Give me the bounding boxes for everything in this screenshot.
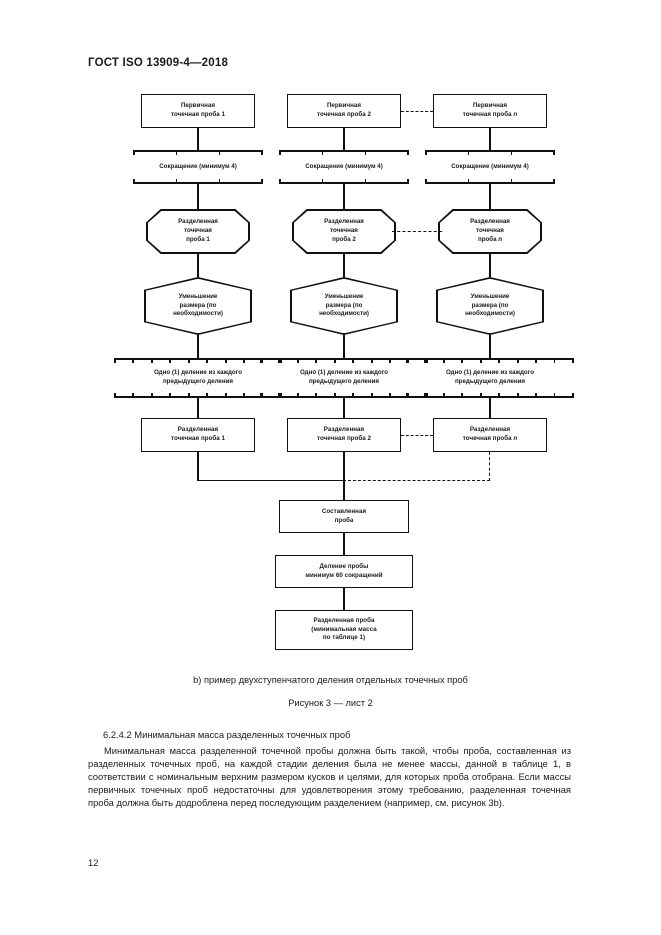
connector-c2-b [343, 184, 345, 209]
section-heading: 6.2.4.2 Минимальная масса разделенных то… [103, 729, 351, 740]
reduction-label-3: Сокращение (минимум 4) [451, 162, 529, 170]
comb-teeth-top [406, 358, 574, 363]
comb-bar-bottom [406, 396, 574, 398]
connector-c3-d [489, 335, 491, 358]
comb-teeth-bottom [114, 393, 282, 398]
comb-bar-top [114, 358, 282, 360]
connector-c3-e [489, 398, 491, 418]
connector-c3-b [489, 184, 491, 209]
connector-c1-d [197, 335, 199, 358]
comb-bar-top [425, 150, 555, 152]
collector-bus-dashed [343, 480, 490, 481]
connector-c1-e [197, 398, 199, 418]
comb-teeth-bottom [406, 393, 574, 398]
connector-c1-b [197, 184, 199, 209]
figure-caption-number: Рисунок 3 — лист 2 [288, 698, 373, 708]
connector-c2-d [343, 335, 345, 358]
comb-teeth-bottom [133, 179, 263, 184]
collector-to-composite [343, 480, 345, 500]
connector-c1-a [197, 128, 199, 150]
reduction-comb-1: Сокращение (минимум 4) [133, 150, 263, 184]
connector-c1-c [197, 254, 199, 277]
collector-drop-col1 [197, 452, 199, 481]
comb-bar-bottom [133, 182, 263, 184]
connector-division-divided [343, 588, 345, 610]
reduction-comb-2: Сокращение (минимум 4) [279, 150, 409, 184]
page-number: 12 [88, 857, 99, 868]
reduction-label-2: Сокращение (минимум 4) [305, 162, 383, 170]
comb-teeth-top [260, 358, 428, 363]
collector-bus [197, 480, 344, 482]
comb-bar-top [260, 358, 428, 360]
comb-teeth-bottom [425, 179, 555, 184]
dashed-link-box-2-3 [401, 435, 433, 436]
comb-bar-bottom [114, 396, 282, 398]
comb-teeth-top [114, 358, 282, 363]
reduction-label-1: Сокращение (минимум 4) [159, 162, 237, 170]
collector-drop-col3-dashed [489, 452, 491, 481]
dashed-link-oct-2-3 [392, 231, 442, 232]
connector-composite-division [343, 533, 345, 555]
connector-c2-e [343, 398, 345, 418]
collector-drop-col2 [343, 452, 345, 481]
figure-caption-b: b) пример двухступенчатого деления отдел… [193, 675, 468, 685]
comb-teeth-bottom [260, 393, 428, 398]
connector-c2-a [343, 128, 345, 150]
comb-teeth-top [425, 150, 555, 155]
comb-bar-top [406, 358, 574, 360]
comb-bar-top [133, 150, 263, 152]
body-paragraph: Минимальная масса разделенной точечной п… [88, 745, 571, 809]
comb-bar-bottom [279, 182, 409, 184]
comb-teeth-bottom [279, 179, 409, 184]
connector-c3-c [489, 254, 491, 277]
comb-teeth-top [279, 150, 409, 155]
comb-bar-bottom [260, 396, 428, 398]
reduction-comb-3: Сокращение (минимум 4) [425, 150, 555, 184]
comb-bar-top [279, 150, 409, 152]
connector-c3-a [489, 128, 491, 150]
comb-teeth-top [133, 150, 263, 155]
dashed-link-top-2-3 [401, 111, 433, 112]
connector-c2-c [343, 254, 345, 277]
document-header: ГОСТ ISO 13909-4—2018 [88, 57, 229, 69]
comb-bar-bottom [425, 182, 555, 184]
